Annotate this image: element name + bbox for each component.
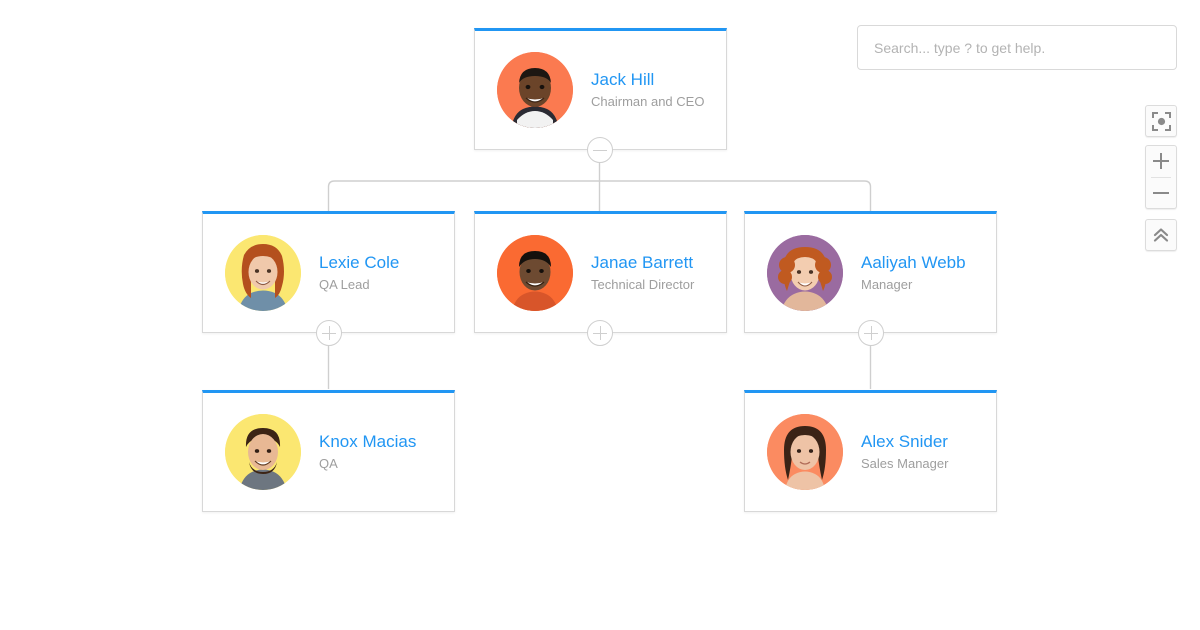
node-name: Knox Macias <box>319 432 417 451</box>
node-info: Janae Barrett Technical Director <box>591 252 694 294</box>
node-name: Janae Barrett <box>591 253 694 272</box>
org-node-jack-hill[interactable]: Jack Hill Chairman and CEO <box>474 28 727 150</box>
collapse-all-button[interactable] <box>1145 219 1177 251</box>
node-name: Jack Hill <box>591 70 655 89</box>
node-info: Jack Hill Chairman and CEO <box>591 69 704 111</box>
zoom-in-button[interactable] <box>1145 146 1177 177</box>
node-name: Aaliyah Webb <box>861 253 966 272</box>
node-title: Sales Manager <box>861 456 949 471</box>
search-input[interactable] <box>857 25 1177 70</box>
avatar <box>767 235 843 311</box>
avatar <box>225 414 301 490</box>
node-info: Alex Snider Sales Manager <box>861 431 948 473</box>
plus-icon <box>1153 153 1169 170</box>
minus-icon <box>1153 191 1169 194</box>
expand-toggle-aaliyah-webb[interactable] <box>858 320 884 346</box>
fit-to-screen-button[interactable] <box>1145 105 1177 137</box>
node-info: Lexie Cole QA Lead <box>319 252 399 294</box>
node-name: Lexie Cole <box>319 253 400 272</box>
org-node-knox-macias[interactable]: Knox Macias QA <box>202 390 455 512</box>
org-node-janae-barrett[interactable]: Janae Barrett Technical Director <box>474 211 727 333</box>
node-title: QA <box>319 456 338 471</box>
expand-toggle-lexie-cole[interactable] <box>316 320 342 346</box>
avatar <box>497 52 573 128</box>
zoom-out-button[interactable] <box>1145 178 1177 209</box>
node-title: Technical Director <box>591 277 695 292</box>
org-node-lexie-cole[interactable]: Lexie Cole QA Lead <box>202 211 455 333</box>
avatar <box>497 235 573 311</box>
fit-screen-icon <box>1145 106 1177 136</box>
divider <box>1151 176 1171 178</box>
expand-toggle-janae-barrett[interactable] <box>587 320 613 346</box>
avatar <box>225 235 301 311</box>
chevron-double-up-icon <box>1145 220 1177 250</box>
org-node-aaliyah-webb[interactable]: Aaliyah Webb Manager <box>744 211 997 333</box>
avatar <box>767 414 843 490</box>
node-title: Manager <box>861 277 913 292</box>
collapse-toggle-jack-hill[interactable] <box>587 137 613 163</box>
node-title: Chairman and CEO <box>591 94 705 109</box>
org-node-alex-snider[interactable]: Alex Snider Sales Manager <box>744 390 997 512</box>
node-title: QA Lead <box>319 277 370 292</box>
node-info: Knox Macias QA <box>319 431 416 473</box>
node-info: Aaliyah Webb Manager <box>861 252 966 294</box>
zoom-controls[interactable] <box>1145 145 1177 209</box>
node-name: Alex Snider <box>861 432 948 451</box>
